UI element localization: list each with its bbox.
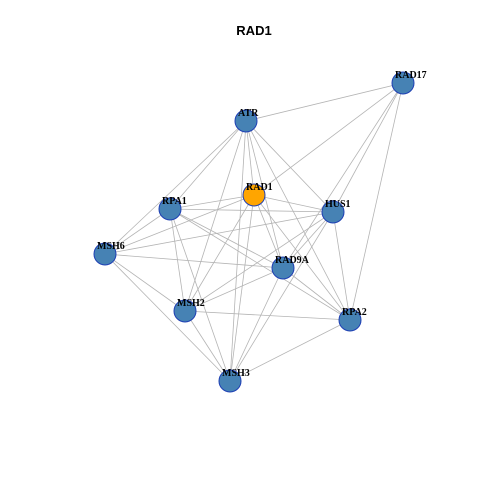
edge-atr-msh6 xyxy=(104,120,247,255)
node-label-hus1: HUS1 xyxy=(325,199,351,210)
edge-hus1-msh6 xyxy=(104,211,334,255)
edge-rpa1-hus1 xyxy=(169,208,334,213)
edge-hus1-rpa2 xyxy=(332,211,351,321)
edge-atr-rpa1 xyxy=(169,120,247,210)
node-circle-msh3 xyxy=(218,369,242,393)
node-circle-msh6 xyxy=(93,242,117,266)
node-rpa1: RPA1 xyxy=(158,196,187,221)
node-label-rad9a: RAD9A xyxy=(275,255,310,266)
node-circle-rpa2 xyxy=(338,308,362,332)
edge-msh6-rad9a xyxy=(104,253,284,269)
node-circle-rpa1 xyxy=(158,197,182,221)
node-rad17: RAD17 xyxy=(391,70,427,95)
edge-layer xyxy=(104,82,404,382)
edge-hus1-rad17 xyxy=(332,82,404,213)
edge-hus1-msh2 xyxy=(184,211,334,312)
edge-hus1-msh3 xyxy=(229,211,334,382)
edge-atr-hus1 xyxy=(245,120,334,213)
node-hus1: HUS1 xyxy=(321,199,351,224)
edge-rpa2-msh3 xyxy=(229,319,351,382)
edge-msh6-msh3 xyxy=(104,253,231,382)
node-rad1: RAD1 xyxy=(242,182,273,207)
node-label-rad1: RAD1 xyxy=(246,182,273,193)
node-circle-rad9a xyxy=(271,256,295,280)
node-circle-rad1 xyxy=(242,183,266,207)
edge-rad1-msh3 xyxy=(229,194,255,382)
node-label-msh3: MSH3 xyxy=(222,368,250,379)
edge-msh2-rpa2 xyxy=(184,310,351,321)
edge-rad9a-msh2 xyxy=(184,267,284,312)
edge-hus1-rad9a xyxy=(282,211,334,269)
edge-msh6-msh2 xyxy=(104,253,186,312)
edge-rad1-hus1 xyxy=(253,194,334,213)
edge-atr-msh2 xyxy=(184,120,247,312)
edge-rpa1-msh6 xyxy=(104,208,171,255)
edge-rpa1-msh3 xyxy=(169,208,231,382)
edge-atr-rad1 xyxy=(245,120,255,196)
edge-rad1-rad17 xyxy=(253,82,404,196)
node-circle-rad17 xyxy=(391,71,415,95)
node-label-rpa1: RPA1 xyxy=(162,196,187,207)
node-label-msh2: MSH2 xyxy=(177,298,205,309)
node-label-msh6: MSH6 xyxy=(97,241,125,252)
edge-atr-rad17 xyxy=(245,82,404,122)
node-circle-atr xyxy=(234,109,258,133)
node-msh6: MSH6 xyxy=(93,241,125,266)
edge-rad1-rpa2 xyxy=(253,194,351,321)
node-msh2: MSH2 xyxy=(173,298,205,323)
node-circle-hus1 xyxy=(321,200,345,224)
edge-rad9a-msh3 xyxy=(229,267,284,382)
node-label-rad17: RAD17 xyxy=(395,70,427,81)
diagram-title: RAD1 xyxy=(236,23,271,38)
node-rpa2: RPA2 xyxy=(338,307,367,332)
node-rad9a: RAD9A xyxy=(271,255,310,280)
node-circle-msh2 xyxy=(173,299,197,323)
edge-rpa1-rpa2 xyxy=(169,208,351,321)
edge-rad1-rpa1 xyxy=(169,194,255,210)
edge-rad9a-rpa2 xyxy=(282,267,351,321)
edge-atr-rpa2 xyxy=(245,120,351,321)
node-label-atr: ATR xyxy=(238,108,259,119)
edge-rad9a-rad17 xyxy=(282,82,404,269)
node-atr: ATR xyxy=(234,108,259,133)
node-msh3: MSH3 xyxy=(218,368,250,393)
edge-msh2-msh3 xyxy=(184,310,231,382)
edge-rad1-rad9a xyxy=(253,194,284,269)
node-label-rpa2: RPA2 xyxy=(342,307,367,318)
edge-rad1-msh6 xyxy=(104,194,255,255)
edge-rad1-msh2 xyxy=(184,194,255,312)
edge-rpa2-rad17 xyxy=(349,82,404,321)
